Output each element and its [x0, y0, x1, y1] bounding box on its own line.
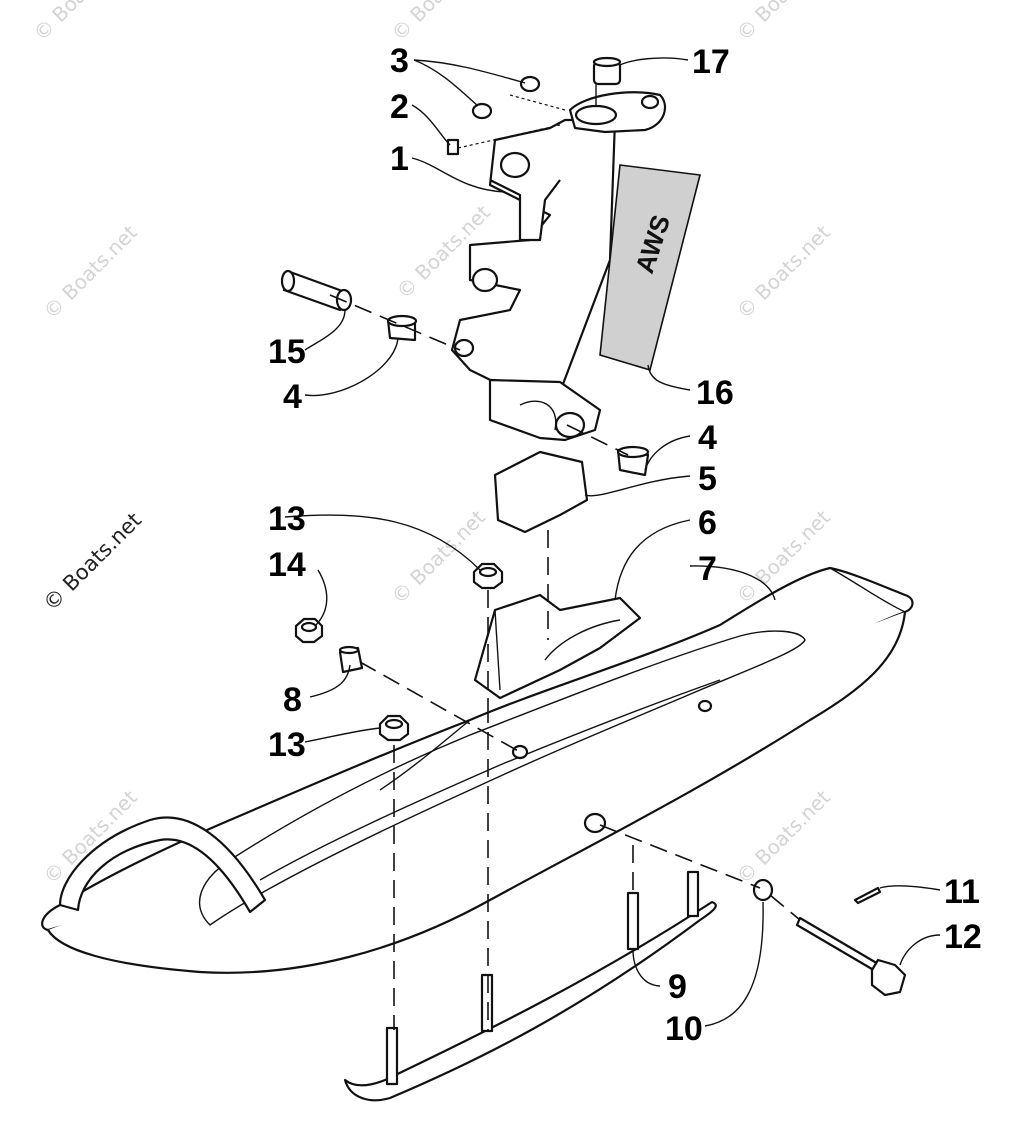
- plug: [592, 56, 622, 86]
- callout-4: 4: [283, 378, 302, 416]
- watermark: © Boats.net: [39, 220, 142, 323]
- callouts: 3 2 1 17 15 4 16 4 5 6 7 13 14 8 13 11 1…: [268, 42, 982, 1048]
- callout-13: 13: [268, 500, 306, 538]
- callout-1: 1: [390, 140, 409, 178]
- spacer: [338, 645, 364, 674]
- nut: [472, 562, 504, 590]
- callout-5: 5: [698, 460, 717, 498]
- callout-6: 6: [698, 504, 717, 542]
- callout-9: 9: [668, 968, 687, 1006]
- side-watermark: © Boats.net: [39, 508, 147, 616]
- watermark: © Boats.net: [387, 0, 490, 46]
- bushing: [386, 314, 418, 342]
- wear-bar: [343, 870, 717, 1102]
- callout-16: 16: [696, 374, 734, 412]
- callout-10: 10: [665, 1010, 703, 1048]
- bolt: [795, 916, 907, 997]
- bushing: [616, 445, 650, 477]
- watermark: © Boats.net: [387, 505, 490, 608]
- cotter-pin: [853, 886, 882, 905]
- callout-3: 3: [390, 42, 409, 80]
- watermark: © Boats.net: [29, 0, 132, 46]
- callout-15: 15: [268, 333, 306, 371]
- callout-13: 13: [268, 726, 306, 764]
- callout-12: 12: [944, 918, 982, 956]
- nut: [294, 617, 324, 644]
- washer: [471, 102, 493, 120]
- stopper: [493, 450, 589, 534]
- callout-8: 8: [283, 681, 302, 719]
- nut: [378, 714, 410, 742]
- callout-17: 17: [692, 43, 730, 81]
- washer: [752, 878, 774, 902]
- callout-7: 7: [698, 550, 717, 588]
- watermark: © Boats.net: [732, 785, 835, 888]
- callout-2: 2: [390, 88, 409, 126]
- grease-fitting: [446, 138, 460, 156]
- watermark: © Boats.net: [732, 0, 835, 46]
- leader-lines: [284, 57, 941, 1027]
- ski: [41, 566, 914, 974]
- spindle: [450, 91, 667, 442]
- assembly-lines: [329, 84, 801, 1030]
- watermark: © Boats.net: [732, 220, 835, 323]
- washer: [519, 75, 541, 93]
- callout-4: 4: [698, 419, 717, 457]
- callout-14: 14: [268, 546, 306, 584]
- sleeve: [280, 269, 353, 312]
- callout-11: 11: [944, 873, 980, 911]
- aws-decal: AWS: [599, 164, 702, 372]
